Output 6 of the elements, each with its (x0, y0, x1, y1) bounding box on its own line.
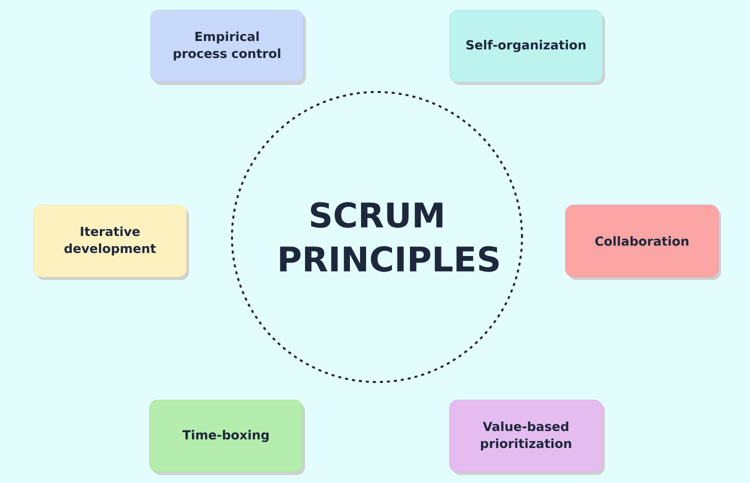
principle-box: Iterative development (33, 204, 189, 280)
principle-box: Time-boxing (149, 400, 305, 475)
principle-box: Self-organization (449, 10, 605, 85)
principle-box: Empirical process control (150, 10, 306, 85)
principle-box: Value-based prioritization (449, 400, 605, 475)
principle-box: Collaboration (565, 204, 721, 280)
